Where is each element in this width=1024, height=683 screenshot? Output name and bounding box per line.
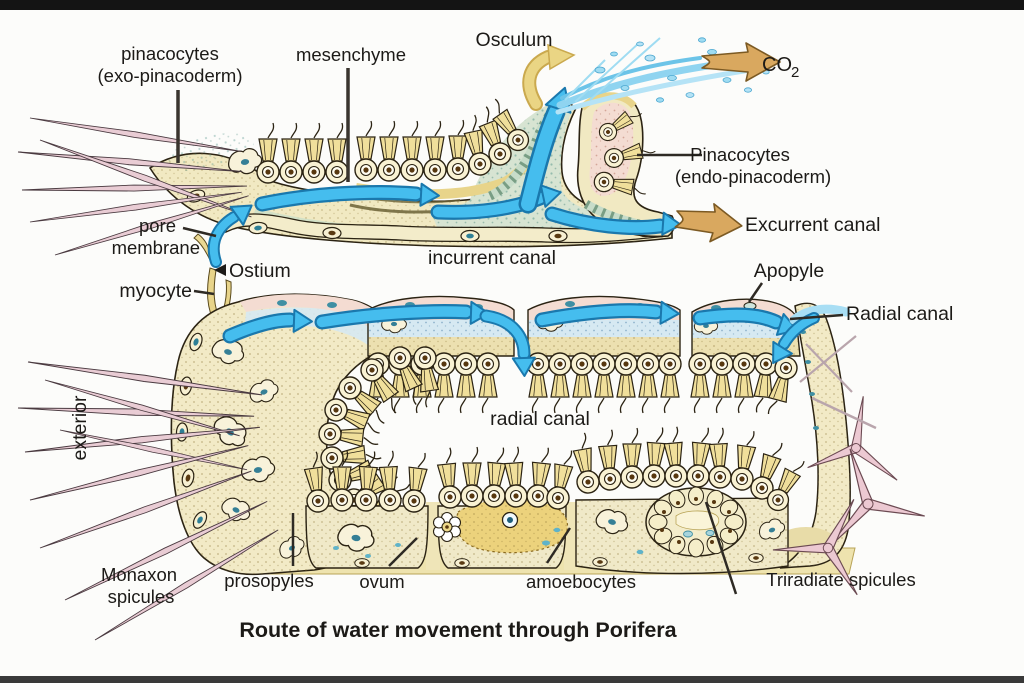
label-triradiate-spicules: Triradiate spicules bbox=[766, 569, 915, 590]
ostium-marker-icon bbox=[214, 264, 226, 276]
label-prosopyles: prosopyles bbox=[224, 570, 313, 591]
label-radial-canal-right: Radial canal bbox=[846, 303, 953, 325]
label-pinacocytes-exo: pinacocytes bbox=[121, 43, 219, 64]
label-pinacocytes-endo-2: (endo-pinacoderm) bbox=[675, 166, 831, 187]
pointer-line-amoebocytes bbox=[545, 527, 572, 564]
label-co2: CO bbox=[762, 54, 792, 76]
radial-canal-lower-blocks bbox=[305, 486, 789, 575]
gemmule-cluster bbox=[645, 486, 747, 558]
label-pore-membrane: pore bbox=[139, 215, 176, 236]
label-ovum: ovum bbox=[359, 571, 404, 592]
water-flow-arrows-upper bbox=[207, 86, 682, 268]
label-apopyle: Apopyle bbox=[754, 260, 824, 282]
prosopyle-channel bbox=[564, 502, 578, 570]
label-co2-subscript: 2 bbox=[791, 64, 799, 81]
label-pore-membrane-2: membrane bbox=[112, 237, 200, 258]
pointer-line-pore-membrane bbox=[182, 226, 217, 238]
triradiate-spicules bbox=[768, 335, 930, 601]
label-pointer-lines bbox=[176, 68, 844, 595]
water-flow-arrows-lower bbox=[222, 300, 851, 377]
label-excurrent-canal: Excurrent canal bbox=[745, 214, 880, 236]
label-pinacocytes-endo: Pinacocytes bbox=[690, 144, 790, 165]
top-letterbox-bar bbox=[0, 0, 1024, 10]
label-monaxon-spicules: Monaxon bbox=[101, 564, 177, 585]
label-ostium: Ostium bbox=[229, 260, 291, 282]
excurrent-arrow-icon bbox=[674, 203, 743, 243]
ovum-cell bbox=[432, 511, 462, 543]
osculum-out-arrow-icon bbox=[522, 43, 576, 111]
label-exterior: exterior bbox=[69, 395, 91, 461]
bottom-letterbox-bar bbox=[0, 676, 1024, 683]
label-osculum: Osculum bbox=[476, 29, 553, 51]
label-amoebocytes: amoebocytes bbox=[526, 571, 636, 592]
lower-sponge-right-wall bbox=[778, 302, 851, 569]
label-monaxon-spicules-2: spicules bbox=[108, 586, 175, 607]
pointer-line-amoebocytes-2 bbox=[704, 501, 738, 595]
label-radial-canal-center: radial canal bbox=[490, 408, 590, 430]
co2-arrow-icon bbox=[701, 42, 781, 82]
labels: pinacocytes (exo-pinacoderm) mesenchyme … bbox=[69, 29, 953, 642]
label-mesenchyme: mesenchyme bbox=[296, 44, 406, 65]
label-pinacocytes-exo-2: (exo-pinacoderm) bbox=[98, 65, 243, 86]
pointer-line-radial-canal bbox=[789, 313, 844, 321]
label-myocyte: myocyte bbox=[119, 280, 192, 302]
pointer-line-ovum bbox=[388, 537, 418, 567]
diagram-title: Route of water movement through Porifera bbox=[239, 618, 677, 642]
label-incurrent-canal: incurrent canal bbox=[428, 247, 556, 269]
pointer-line-apopyle bbox=[747, 282, 764, 303]
pointer-line-myocyte bbox=[193, 289, 215, 296]
